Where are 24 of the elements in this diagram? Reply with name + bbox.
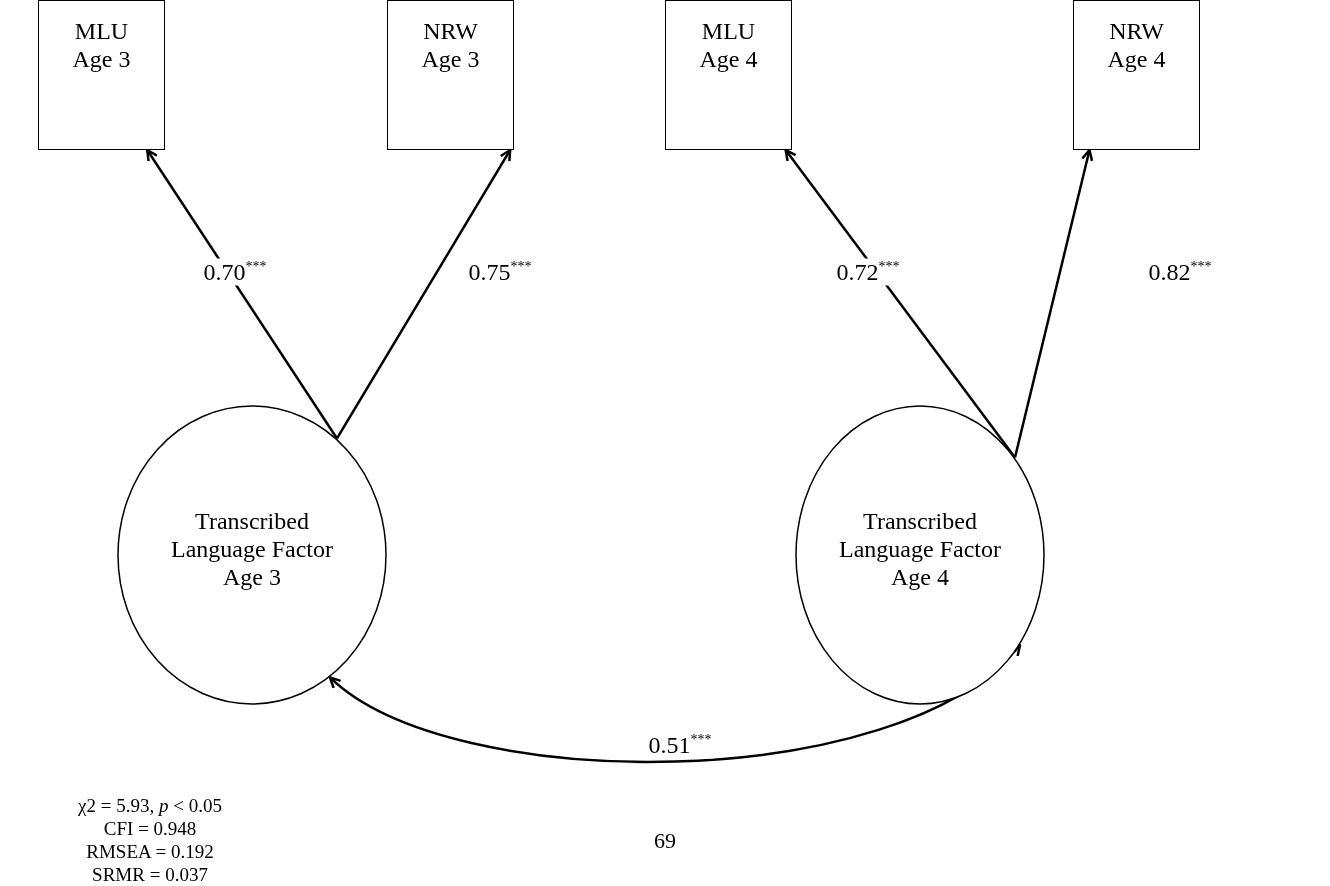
latent-factor-ellipse [795,405,1045,705]
variable-name: NRW Age 3 [420,17,481,73]
edge-label: 0.70$^{***}$ [201,258,269,286]
factor-name: Transcribed Language Factor Age 3 [170,507,334,591]
factor-name: Transcribed Language Factor Age 4 [838,507,1002,591]
variable-box [665,0,792,150]
variable-name: MLU Age 3 [71,17,132,73]
fit-statistic: SRMR = 0.037 [92,864,208,886]
fit-statistic: CFI = 0.948 [103,818,197,840]
edge-label: 0.51$^{***}$ [646,731,714,759]
latent-factor-ellipse [117,405,387,705]
variable-box [1073,0,1200,150]
variable-name: MLU Age 4 [698,17,759,73]
double-headed-arrow [328,643,1022,763]
edge-label: 0.72$^{***}$ [834,258,902,286]
arrow [335,148,512,440]
arrow [145,148,339,440]
variable-box [38,0,165,150]
page-number: 69 [654,830,676,852]
fit-statistic: RMSEA = 0.192 [86,841,214,863]
arrow [1013,148,1094,458]
fit-statistic: χ2 = 5.93, p < 0.05 [78,795,222,817]
variable-name: NRW Age 4 [1106,17,1167,73]
variable-box [387,0,514,150]
